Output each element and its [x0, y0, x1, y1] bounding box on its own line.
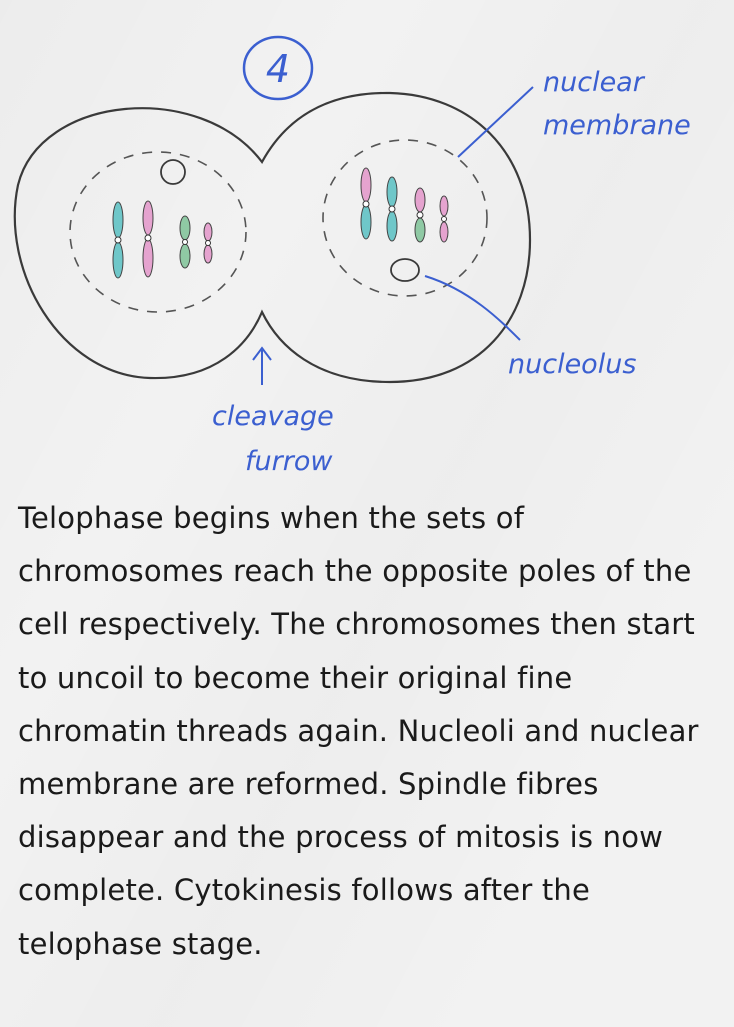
nuclear-membrane-label-line2: membrane [543, 110, 691, 141]
chromosome [179, 215, 191, 269]
nucleolus-label: nucleolus [508, 349, 636, 380]
cleavage-furrow-label-line2: furrow [245, 446, 333, 477]
left-nucleolus [160, 159, 186, 185]
cleavage-furrow-arrow [252, 346, 272, 385]
nucleolus-pointer [424, 275, 521, 341]
chromosome [112, 201, 124, 279]
step-number: 4 [266, 47, 290, 91]
chromosome [414, 187, 426, 243]
nuclear-membrane-label-line1: nuclear [543, 67, 646, 98]
step-number-badge: 4 [242, 35, 314, 101]
chromosome [142, 200, 154, 278]
left-nuclear-membrane [69, 151, 247, 313]
cleavage-furrow-label-line1: cleavage [212, 401, 334, 432]
right-chromosomes [360, 167, 449, 243]
nuclear-membrane-pointer [457, 86, 534, 158]
left-chromosomes [112, 200, 213, 279]
chromosome [360, 167, 372, 240]
chromosome [439, 195, 449, 243]
right-nuclear-membrane [322, 139, 488, 297]
chromosome [386, 176, 398, 242]
right-nucleolus [390, 258, 420, 282]
telophase-description: Telophase begins when the sets of chromo… [18, 501, 699, 961]
chromosome [203, 222, 213, 264]
cell-outline [13, 91, 532, 384]
